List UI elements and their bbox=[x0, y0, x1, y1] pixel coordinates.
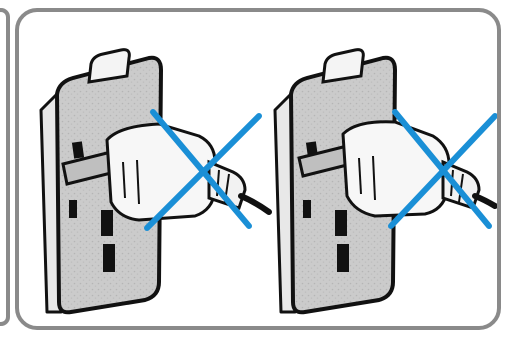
warning-panel bbox=[15, 8, 501, 330]
plug-misaligned-illustration bbox=[41, 50, 269, 313]
previous-panel-edge bbox=[0, 8, 10, 326]
illustration-canvas bbox=[19, 12, 497, 326]
plug-tilted-illustration bbox=[275, 50, 495, 313]
